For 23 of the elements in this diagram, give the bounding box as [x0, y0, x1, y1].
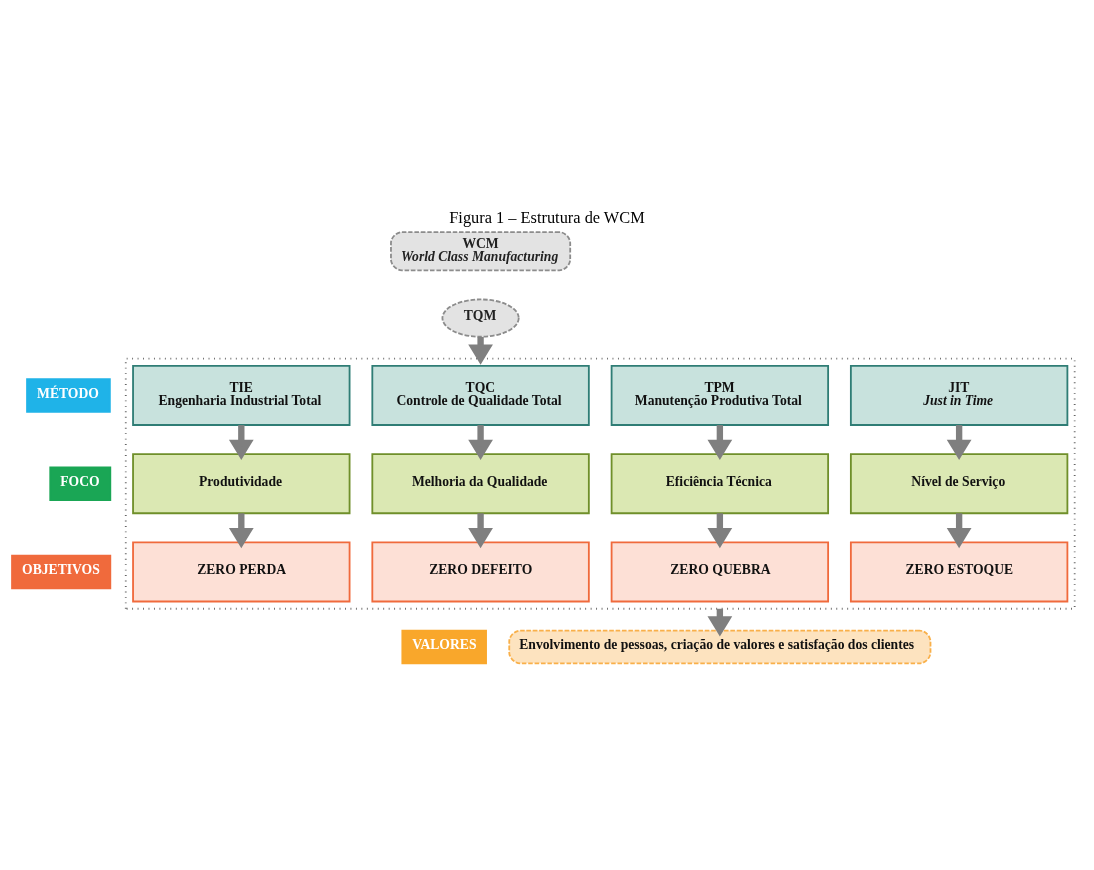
node-box: WCM World Class Manufacturing: [390, 231, 572, 272]
cluster: [124, 357, 1076, 610]
node-box: Eficiência Técnica: [610, 453, 830, 515]
node-box: OBJETIVOS: [11, 554, 112, 590]
node-box: JIT Just in Time: [849, 364, 1069, 426]
node-box: Nível de Serviço: [849, 453, 1069, 515]
node-box: MÉTODO: [26, 378, 111, 413]
arrow: [468, 513, 493, 549]
node-box: Produtividade: [132, 453, 351, 515]
node-box: Melhoria da Qualidade: [371, 453, 590, 515]
node-box: TQC Controle de Qualidade Total: [371, 364, 590, 426]
arrow: [468, 425, 493, 460]
diagram-title: Figura 1 – Estrutura de WCM: [449, 208, 645, 228]
node-box: TIE Engenharia Industrial Total: [132, 364, 351, 426]
node-box: VALORES: [401, 629, 487, 665]
node-box: ZERO PERDA: [132, 541, 351, 603]
node-box: TPM Manutenção Produtiva Total: [610, 364, 830, 426]
node-box: ZERO QUEBRA: [610, 541, 830, 603]
node-box: FOCO: [49, 466, 112, 501]
node-box: ZERO ESTOQUE: [849, 541, 1069, 603]
node-ellipse: TQM: [441, 298, 520, 338]
node-box: ZERO DEFEITO: [371, 541, 590, 603]
node-box: Envolvimento de pessoas, criação de valores e satisfação dos clientes: [508, 629, 932, 665]
